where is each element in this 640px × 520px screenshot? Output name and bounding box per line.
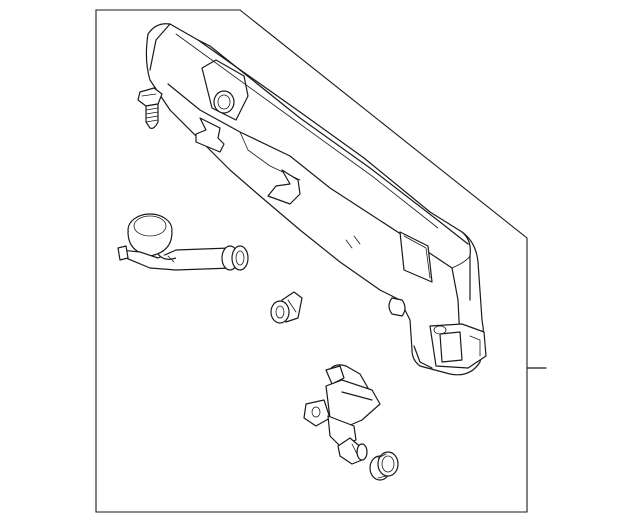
washer-pump <box>303 364 381 465</box>
grommet <box>270 291 303 324</box>
pump-seal <box>369 451 399 481</box>
washer-reservoir-tank <box>145 23 487 376</box>
filler-neck-with-cap <box>117 213 249 271</box>
fill-port-hole <box>213 90 235 114</box>
mounting-bolt <box>137 87 163 129</box>
